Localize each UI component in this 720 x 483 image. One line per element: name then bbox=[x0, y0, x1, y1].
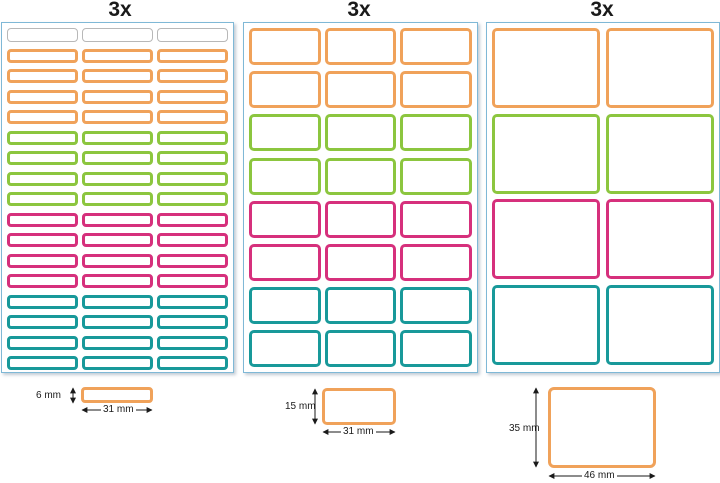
label-sheet-small bbox=[1, 22, 234, 373]
sheet-2-label bbox=[249, 244, 321, 281]
sheet-1-label bbox=[7, 294, 78, 309]
sheet-1-label bbox=[82, 274, 153, 288]
sheet-1-label bbox=[7, 274, 78, 288]
sheet-1-label bbox=[157, 151, 228, 165]
sheet-1-label bbox=[82, 253, 153, 268]
sheet-1-label bbox=[82, 110, 153, 124]
sheet-1-label bbox=[7, 48, 78, 63]
sheet-1-label bbox=[157, 315, 228, 329]
sheet-2-label bbox=[249, 114, 321, 152]
sheet-1-label bbox=[157, 335, 228, 350]
sheet-3-label bbox=[606, 284, 714, 365]
sheet-1-label bbox=[7, 356, 78, 370]
sheet-1-count: 3x bbox=[108, 0, 132, 21]
sheet-2-label bbox=[249, 330, 321, 368]
sheet-2-count: 3x bbox=[347, 0, 371, 21]
sheet-1-label bbox=[7, 110, 78, 124]
sheet-1-label bbox=[7, 233, 78, 247]
sheet-1-label bbox=[157, 294, 228, 309]
sheet-2-label bbox=[400, 71, 472, 109]
sheet-1-label bbox=[7, 89, 78, 104]
sheet-1-label bbox=[82, 28, 153, 42]
height-label-small: 6 mm bbox=[36, 390, 61, 401]
height-label-medium: 15 mm bbox=[285, 401, 316, 412]
sheet-1-label bbox=[82, 48, 153, 63]
sheet-3-label bbox=[606, 28, 714, 108]
sheet-2-label bbox=[324, 244, 397, 281]
sheet-3-label bbox=[492, 28, 600, 108]
sheet-1-label bbox=[82, 171, 153, 186]
sheet-1-label bbox=[157, 89, 228, 104]
sample-label-small bbox=[81, 387, 153, 403]
sheet-2-label bbox=[400, 200, 472, 238]
sheet-1-label bbox=[82, 315, 153, 329]
sheet-1-label bbox=[157, 110, 228, 124]
sheet-1-label bbox=[157, 233, 228, 247]
sheet-1-label bbox=[7, 335, 78, 350]
sheet-1-label bbox=[82, 335, 153, 350]
width-label-small: 31 mm bbox=[101, 404, 136, 415]
sheet-2-label bbox=[324, 287, 397, 325]
height-label-large: 35 mm bbox=[509, 423, 540, 434]
sheet-1-label bbox=[7, 192, 78, 206]
sheet-1-label bbox=[82, 89, 153, 104]
sheet-1-label bbox=[157, 28, 228, 42]
sheet-1-label bbox=[7, 28, 78, 42]
sheet-1-label bbox=[157, 212, 228, 227]
sheet-2-label bbox=[400, 287, 472, 325]
sheet-1-label bbox=[157, 48, 228, 63]
sheet-2-label bbox=[249, 287, 321, 325]
sheet-1-label bbox=[82, 151, 153, 165]
sheet-1-label bbox=[82, 212, 153, 227]
sheet-1-label bbox=[7, 315, 78, 329]
sheet-1-label bbox=[157, 253, 228, 268]
sheet-2-label bbox=[324, 330, 397, 368]
sheet-2-label bbox=[249, 28, 321, 65]
sheet-2-label bbox=[324, 71, 397, 109]
sheet-3-label bbox=[492, 199, 600, 279]
width-label-medium: 31 mm bbox=[341, 426, 376, 437]
sheet-1-label bbox=[82, 130, 153, 145]
sheet-2-label bbox=[249, 157, 321, 195]
label-sheet-large bbox=[486, 22, 720, 373]
sheet-1-label bbox=[7, 130, 78, 145]
sheet-1-label bbox=[82, 294, 153, 309]
sheet-1-label bbox=[82, 233, 153, 247]
sheet-3-count: 3x bbox=[590, 0, 614, 21]
sheet-3-label bbox=[492, 113, 600, 194]
label-sheet-medium bbox=[243, 22, 478, 373]
sheet-1-label bbox=[82, 192, 153, 206]
sheet-2-label bbox=[324, 28, 397, 65]
sheet-1-label bbox=[7, 171, 78, 186]
sheet-1-label bbox=[157, 69, 228, 83]
sheet-1-label bbox=[7, 253, 78, 268]
sheet-1-label bbox=[157, 274, 228, 288]
sheet-1-label bbox=[7, 212, 78, 227]
sheet-3-label bbox=[606, 113, 714, 194]
sample-label-medium bbox=[322, 388, 396, 425]
sheet-1-label bbox=[157, 171, 228, 186]
sheet-3-label bbox=[492, 284, 600, 365]
sample-label-large bbox=[548, 387, 656, 468]
sheet-2-label bbox=[400, 244, 472, 281]
sheet-2-label bbox=[249, 200, 321, 238]
sheet-2-label bbox=[324, 114, 397, 152]
sheet-1-label bbox=[82, 69, 153, 83]
sheet-2-label bbox=[400, 114, 472, 152]
width-label-large: 46 mm bbox=[582, 470, 617, 481]
sheet-1-label bbox=[82, 356, 153, 370]
sheet-1-label bbox=[7, 69, 78, 83]
sheet-2-label bbox=[324, 157, 397, 195]
sheet-1-label bbox=[7, 151, 78, 165]
sheet-1-label bbox=[157, 192, 228, 206]
sheet-2-label bbox=[400, 28, 472, 65]
sheet-2-label bbox=[400, 157, 472, 195]
sheet-2-label bbox=[249, 71, 321, 109]
sheet-2-label bbox=[400, 330, 472, 368]
sheet-1-label bbox=[157, 130, 228, 145]
sheet-1-label bbox=[157, 356, 228, 370]
sheet-3-label bbox=[606, 199, 714, 279]
sheet-2-label bbox=[324, 200, 397, 238]
